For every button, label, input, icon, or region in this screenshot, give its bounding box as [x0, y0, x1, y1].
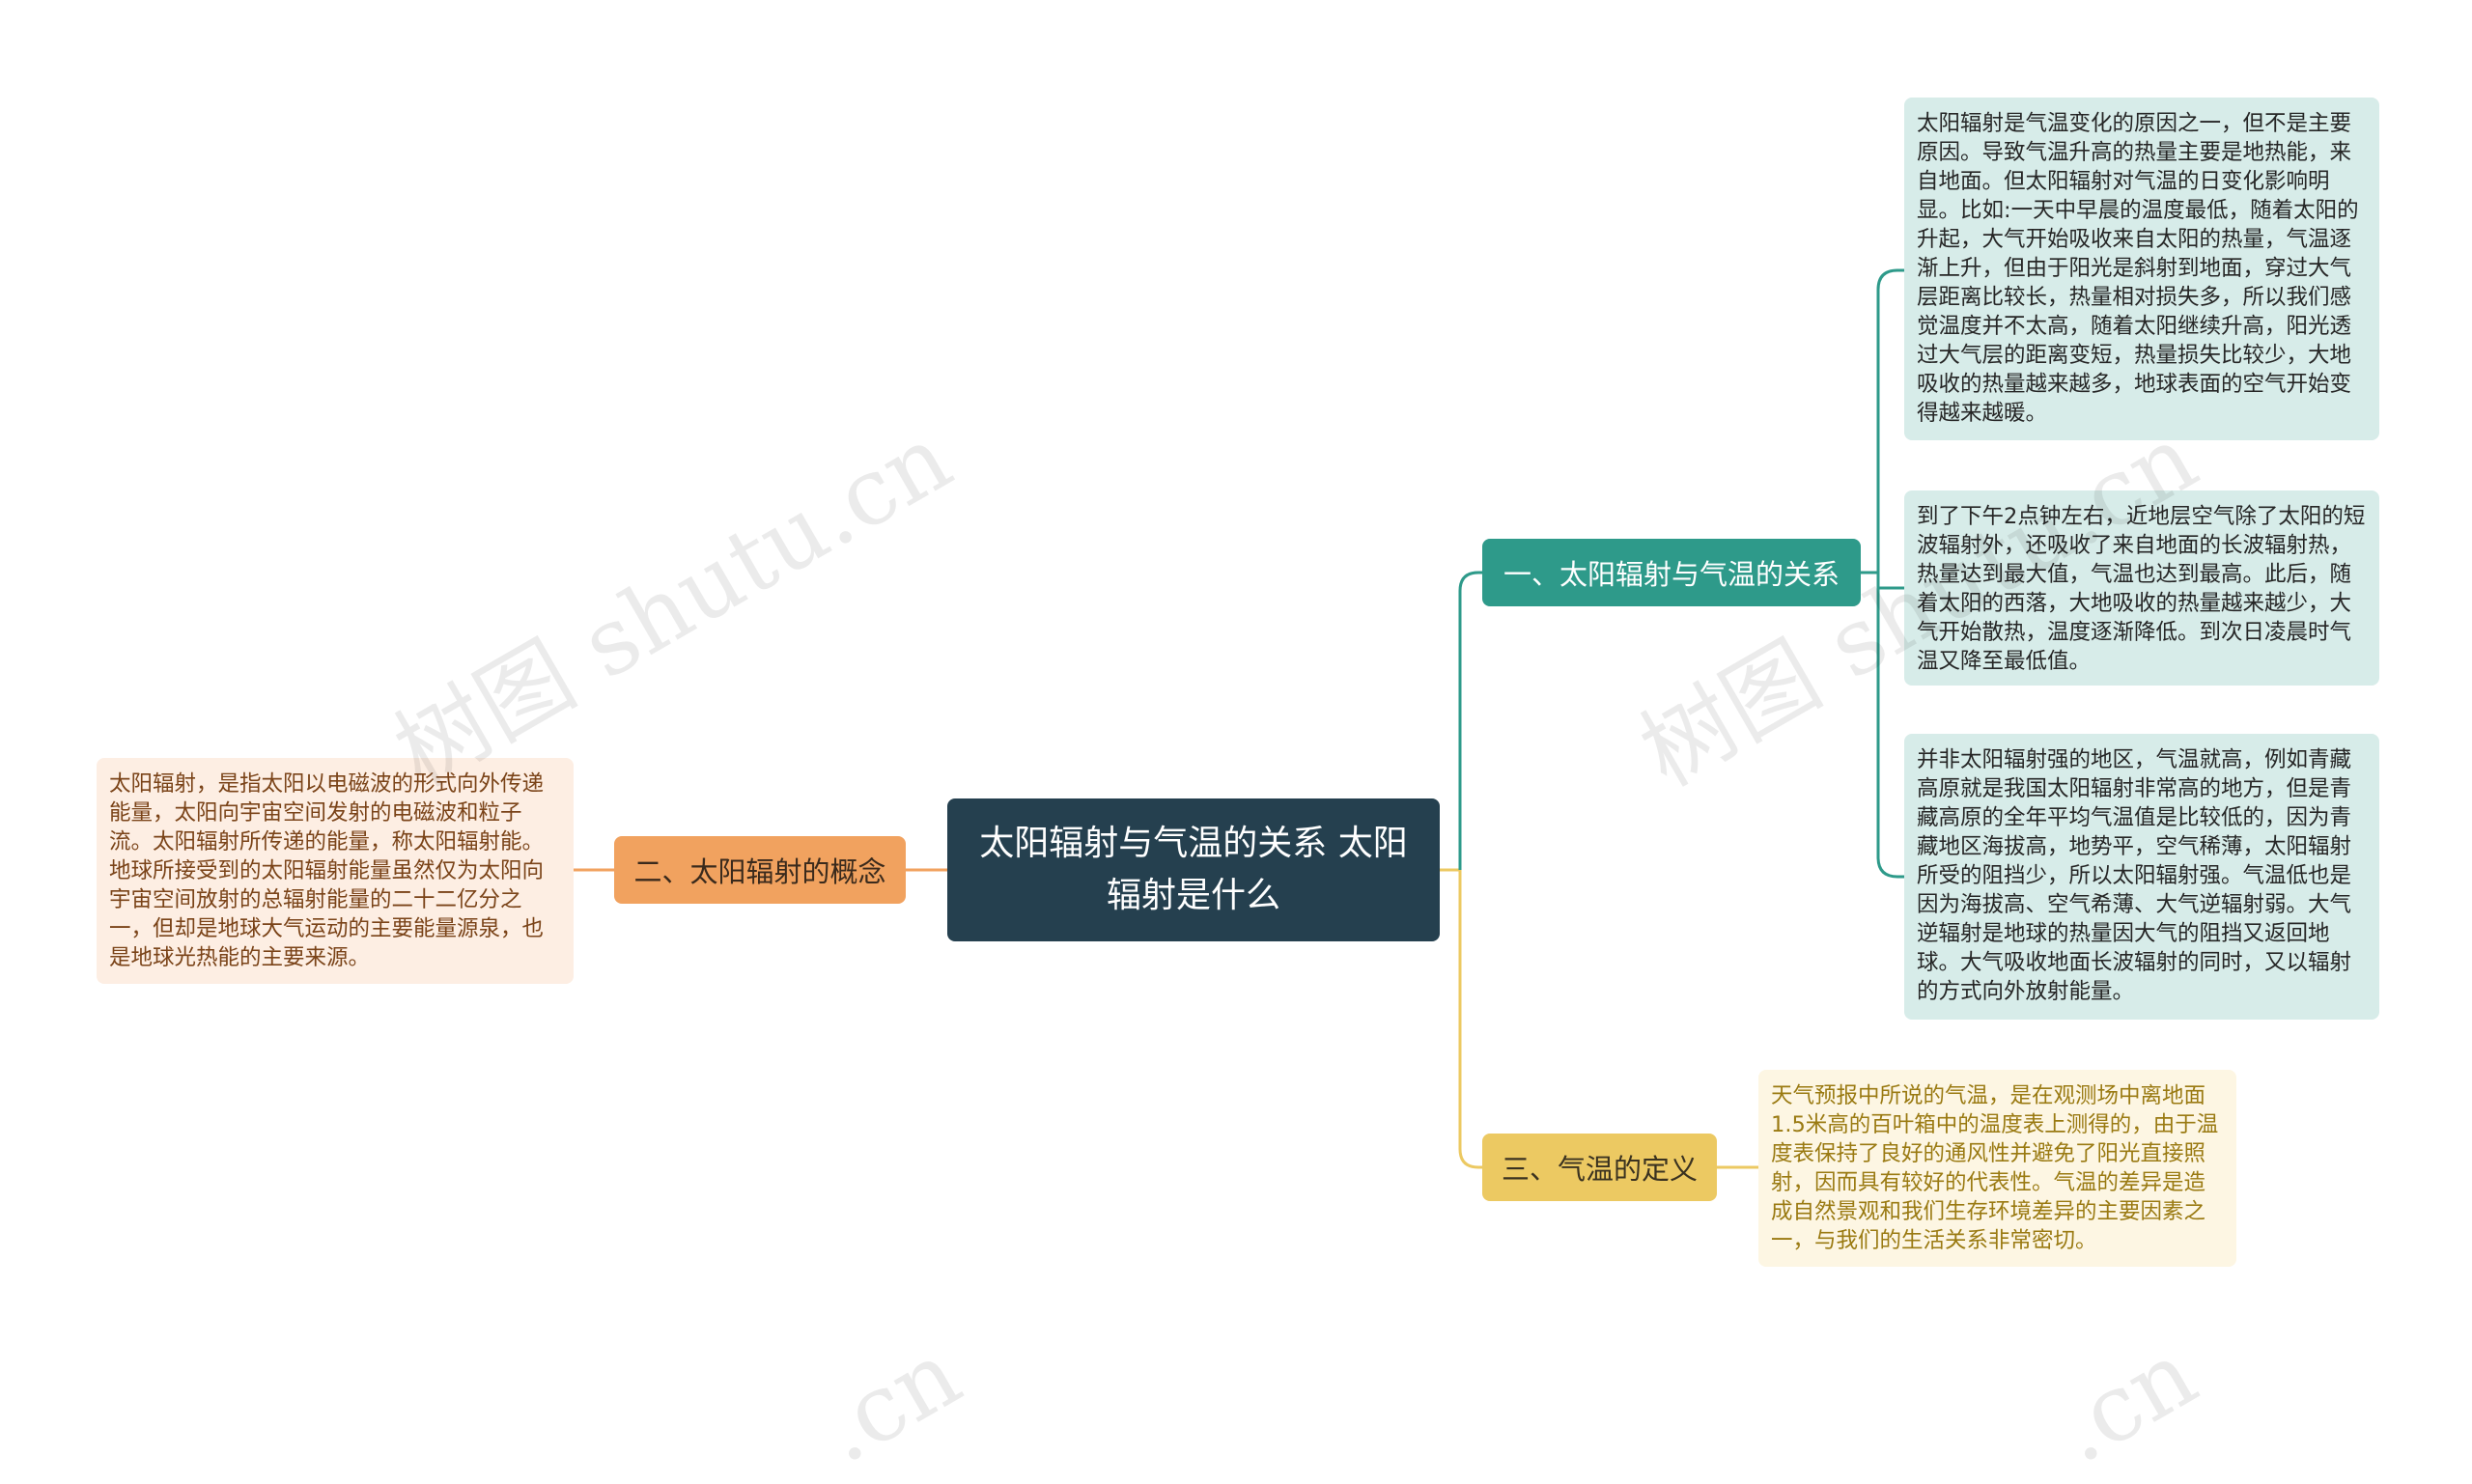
- branch-node-concept[interactable]: 二、太阳辐射的概念: [614, 836, 906, 904]
- root-title: 太阳辐射与气温的关系 太阳辐射是什么: [979, 824, 1408, 915]
- leaf-node[interactable]: 天气预报中所说的气温，是在观测场中离地面1.5米高的百叶箱中的温度表上测得的，由…: [1758, 1070, 2236, 1267]
- branch-node-definition[interactable]: 三、气温的定义: [1482, 1134, 1717, 1201]
- connector-leaf-1: [1876, 268, 1904, 573]
- leaf-node[interactable]: 太阳辐射是气温变化的原因之一，但不是主要原因。导致气温升高的热量主要是地热能，来…: [1904, 98, 2379, 440]
- leaf-text: 太阳辐射，是指太阳以电磁波的形式向外传递能量，太阳向宇宙空间发射的电磁波和粒子流…: [109, 771, 545, 970]
- leaf-node[interactable]: 到了下午2点钟左右，近地层空气除了太阳的短波辐射外，还吸收了来自地面的长波辐射热…: [1904, 490, 2379, 686]
- root-node[interactable]: 太阳辐射与气温的关系 太阳辐射是什么: [947, 798, 1440, 941]
- connector-lines: [574, 268, 1904, 1169]
- leaf-text: 太阳辐射是气温变化的原因之一，但不是主要原因。导致气温升高的热量主要是地热能，来…: [1917, 111, 2359, 426]
- connector-branch-3: [1458, 870, 1482, 1169]
- leaf-text: 天气预报中所说的气温，是在观测场中离地面1.5米高的百叶箱中的温度表上测得的，由…: [1771, 1083, 2219, 1253]
- branch-label: 一、太阳辐射与气温的关系: [1503, 558, 1840, 591]
- leaf-node[interactable]: 太阳辐射，是指太阳以电磁波的形式向外传递能量，太阳向宇宙空间发射的电磁波和粒子流…: [97, 758, 574, 984]
- connector-branch-1: [1458, 571, 1482, 870]
- connector-leaf-3: [1876, 573, 1904, 879]
- leaf-node[interactable]: 并非太阳辐射强的地区，气温就高，例如青藏高原就是我国太阳辐射非常高的地方，但是青…: [1904, 734, 2379, 1020]
- branch-label: 二、太阳辐射的概念: [633, 855, 886, 888]
- leaf-text: 并非太阳辐射强的地区，气温就高，例如青藏高原就是我国太阳辐射非常高的地方，但是青…: [1917, 747, 2352, 1004]
- branch-node-relation[interactable]: 一、太阳辐射与气温的关系: [1482, 539, 1861, 606]
- connector-leaf-2: [1876, 573, 1904, 590]
- leaf-text: 到了下午2点钟左右，近地层空气除了太阳的短波辐射外，还吸收了来自地面的长波辐射热…: [1917, 504, 2366, 674]
- branch-label: 三、气温的定义: [1501, 1153, 1698, 1186]
